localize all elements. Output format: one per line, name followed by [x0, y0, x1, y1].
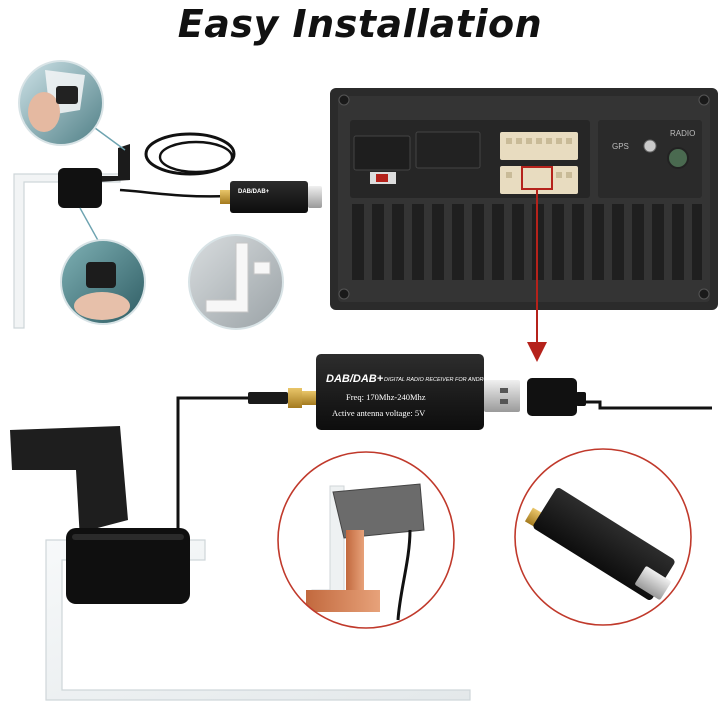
detail-photo-film	[278, 452, 454, 628]
usb-extension-connector	[527, 378, 586, 416]
dongle-brand: DAB/DAB+	[326, 373, 384, 385]
cable-coil	[144, 132, 236, 176]
antenna-amplifier	[66, 528, 190, 604]
dab-dongle: DAB/DAB+ DIGITAL RADIO RECEIVER FOR ANDR…	[316, 354, 520, 430]
harness-connector	[500, 132, 578, 160]
detail-circle-border-1	[277, 451, 455, 629]
usb-extension-cable	[585, 400, 712, 410]
connection-arrow	[527, 189, 547, 362]
small-antenna-amp	[58, 168, 102, 208]
small-dongle: DAB/DAB+	[220, 181, 322, 213]
head-unit: GPS RADIO	[330, 88, 718, 310]
gps-label: GPS	[612, 142, 629, 151]
dongle-freq: Freq: 170Mhz-240Mhz	[346, 392, 426, 402]
small-antenna-kit: DAB/DAB+	[13, 127, 322, 329]
detail-photo-dongle	[515, 449, 691, 625]
detail-photo-1	[19, 61, 103, 145]
dongle-voltage: Active antenna voltage: 5V	[332, 408, 426, 418]
small-antenna-ribbon	[98, 144, 130, 182]
dongle-subtitle: DIGITAL RADIO RECEIVER FOR ANDROID	[384, 377, 493, 383]
detail-photo-2	[61, 240, 145, 324]
sma-connector	[248, 388, 316, 408]
detail-circle-border-2	[514, 448, 692, 626]
svg-text:DAB/DAB+: DAB/DAB+	[238, 189, 270, 195]
radio-label: RADIO	[670, 129, 695, 138]
heatsink-vents	[352, 204, 702, 280]
antenna-cable	[176, 396, 248, 540]
page-title: Easy Installation	[177, 2, 543, 46]
antenna-ribbon	[10, 426, 128, 540]
detail-photo-3	[189, 235, 283, 329]
usb-plug	[484, 380, 520, 412]
